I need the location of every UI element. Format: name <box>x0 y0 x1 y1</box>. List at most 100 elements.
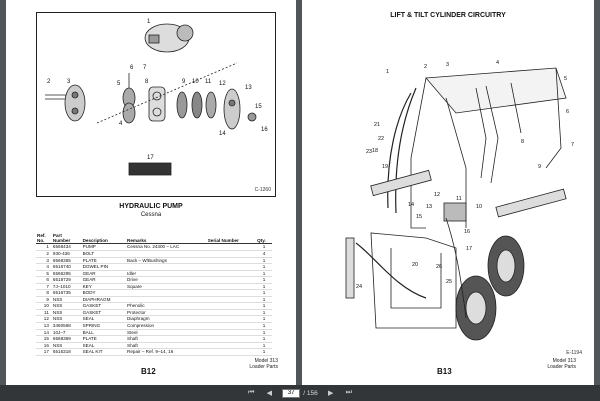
column-header-line2: No. <box>37 238 45 244</box>
callout-3: 3 <box>67 79 71 85</box>
table-cell: Cessna No. 24300 – LAC <box>126 243 207 251</box>
table-cell <box>206 296 257 304</box>
table-cell: 9 <box>36 296 52 304</box>
table-cell <box>126 263 207 271</box>
figure-id: E-1194 <box>566 350 582 356</box>
figure-title: HYDRAULIC PUMP <box>119 203 183 210</box>
previous-page-icon[interactable]: ◀ <box>266 390 272 397</box>
model-line2: Loader Parts <box>547 364 576 370</box>
table-cell: GEAR <box>81 276 127 284</box>
table-cell: BOLT <box>81 250 127 258</box>
model-label: Model 313 Loader Parts <box>547 358 576 370</box>
table-cell: SEAL <box>81 315 127 323</box>
table-cell: DOWEL PIN <box>81 263 127 271</box>
page-indicator: / 156 <box>282 388 318 398</box>
table-cell: 8 <box>36 289 52 297</box>
table-cell: 16 <box>36 342 52 350</box>
table-cell: 1 <box>256 243 272 251</box>
table-cell: 5 <box>36 270 52 278</box>
page-number-input[interactable] <box>282 388 301 398</box>
callout-17: 17 <box>466 246 472 252</box>
callout-4: 4 <box>496 60 499 66</box>
callout-10: 10 <box>476 204 482 210</box>
table-cell: 1 <box>256 296 272 304</box>
total-pages: / 156 <box>303 389 318 397</box>
table-cell <box>206 263 257 271</box>
table-cell <box>206 335 257 343</box>
callout-3: 3 <box>446 62 449 68</box>
column-header: Remarks <box>126 233 207 245</box>
callout-9: 9 <box>538 164 541 170</box>
table-cell: Square <box>126 283 207 291</box>
next-page-icon[interactable]: ▶ <box>328 390 334 397</box>
page-number: B13 <box>437 367 452 376</box>
table-cell <box>126 296 207 304</box>
first-page-icon[interactable]: ⏮ <box>248 389 255 396</box>
last-page-icon[interactable]: ⏭ <box>345 389 352 396</box>
table-cell <box>126 289 207 297</box>
column-header-line2: Description <box>82 238 108 244</box>
table-cell: 1 <box>256 335 272 343</box>
table-cell: 4 <box>256 250 272 258</box>
table-cell: GASKET <box>81 302 127 310</box>
callout-26: 26 <box>436 264 442 270</box>
callout-1: 1 <box>386 69 389 75</box>
callout-14: 14 <box>219 131 226 137</box>
table-cell: Idler <box>126 270 207 278</box>
table-cell: BALL <box>81 329 127 337</box>
callout-20: 20 <box>412 262 418 268</box>
table-cell: NSS <box>51 296 82 304</box>
table-cell <box>126 250 207 258</box>
table-cell: NSS <box>51 342 82 350</box>
table-cell: Shaft <box>126 342 207 350</box>
table-cell: 6516740 <box>51 263 82 271</box>
callout-23: 23 <box>366 149 372 155</box>
callout-16: 16 <box>464 229 470 235</box>
table-cell: 14 <box>36 329 52 337</box>
table-cell: SEAL <box>81 342 127 350</box>
table-cell: PLATE <box>81 257 127 265</box>
table-cell <box>206 309 257 317</box>
table-cell: 1 <box>256 329 272 337</box>
callout-25: 25 <box>446 279 452 285</box>
callout-11: 11 <box>456 196 462 202</box>
callout-15: 15 <box>416 214 422 220</box>
table-cell: 6566295 <box>51 270 82 278</box>
table-cell <box>206 257 257 265</box>
figure-subtitle: Cessna <box>140 212 162 218</box>
table-cell: 1 <box>256 315 272 323</box>
table-cell: 7 <box>36 283 52 291</box>
table-cell: PUMP <box>81 243 127 251</box>
lift-tilt-circuit-diagram: 1 2 3 4 5 6 7 8 9 10 11 12 13 14 15 16 1 <box>316 28 586 358</box>
callout-5: 5 <box>564 76 567 82</box>
callout-14: 14 <box>408 202 414 208</box>
table-cell: 1 <box>256 322 272 330</box>
callout-7: 7 <box>571 142 574 148</box>
table-cell: 930-436 <box>51 250 82 258</box>
table-cell: NSS <box>51 302 82 310</box>
table-cell: PLATE <box>81 335 127 343</box>
model-line1: Model 313 <box>552 358 576 364</box>
callout-13: 13 <box>426 204 432 210</box>
table-cell: Shaft <box>126 335 207 343</box>
table-cell: 3 <box>36 257 52 265</box>
figure-title: LIFT & TILT CYLINDER CIRCUITRY <box>390 12 506 19</box>
table-cell: GASKET <box>81 309 127 317</box>
column-header-line1: Part <box>52 233 62 238</box>
table-cell: Back – W/Bushings <box>126 257 207 265</box>
table-cell: 2 <box>36 250 52 258</box>
callout-10: 10 <box>192 79 199 85</box>
table-cell: Steel <box>126 329 207 337</box>
